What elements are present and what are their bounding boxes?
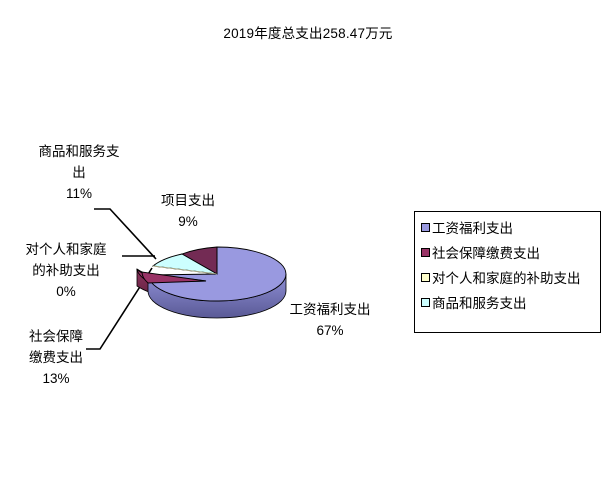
pie-slice-salary: [147, 246, 287, 302]
slice-label-salary-line1: 工资福利支出: [289, 302, 371, 317]
slice-label-social-line1: 社会保障: [29, 329, 83, 344]
slice-label-goods-percent: 11%: [65, 186, 93, 201]
slice-label-project: 项目支出 9%: [133, 190, 243, 232]
legend-item-salary[interactable]: 工资福利支出: [421, 219, 513, 239]
slice-label-subsidy-percent: 0%: [56, 284, 76, 299]
leader-line-social: [86, 267, 153, 350]
slice-label-salary-percent: 67%: [316, 323, 344, 338]
slice-label-subsidy-line2: 的补助支出: [32, 263, 100, 278]
slice-label-goods-line2: 出: [72, 165, 86, 180]
slice-label-social-percent: 13%: [42, 371, 70, 386]
legend-item-goods[interactable]: 商品和服务支出: [421, 294, 527, 314]
leader-line-goods: [94, 208, 157, 260]
legend-label-subsidy: 对个人和家庭的补助支出: [432, 271, 581, 286]
legend-item-subsidy[interactable]: 对个人和家庭的补助支出: [421, 269, 581, 289]
slice-label-project-percent: 9%: [178, 214, 198, 229]
legend-swatch-goods: [421, 298, 430, 307]
legend-swatch-subsidy: [421, 273, 430, 282]
slice-label-social: 社会保障 缴费支出 13%: [4, 326, 108, 389]
slice-label-goods-line1: 商品和服务支: [38, 144, 120, 159]
leader-lines: [86, 208, 157, 350]
pie-slice-social: [136, 269, 207, 284]
chart-title: 2019年度总支出258.47万元: [223, 26, 393, 41]
slice-label-salary: 工资福利支出 67%: [268, 299, 392, 341]
legend-label-salary: 工资福利支出: [432, 221, 513, 236]
legend-swatch-social: [421, 248, 430, 257]
legend-item-social[interactable]: 社会保障缴费支出: [421, 244, 540, 264]
slice-label-project-line1: 项目支出: [161, 193, 215, 208]
pie-slice-subsidy: [152, 265, 218, 275]
legend-swatch-salary: [421, 223, 430, 232]
legend-label-social: 社会保障缴费支出: [432, 246, 540, 261]
legend-label-goods: 商品和服务支出: [432, 296, 527, 311]
slice-label-subsidy-line1: 对个人和家庭: [25, 242, 107, 257]
slice-label-subsidy: 对个人和家庭 的补助支出 0%: [2, 239, 130, 302]
chart-legend: 工资福利支出 社会保障缴费支出 对个人和家庭的补助支出 商品和服务支出: [414, 211, 601, 333]
slice-label-goods: 商品和服务支 出 11%: [14, 141, 144, 204]
slice-label-social-line2: 缴费支出: [29, 350, 83, 365]
